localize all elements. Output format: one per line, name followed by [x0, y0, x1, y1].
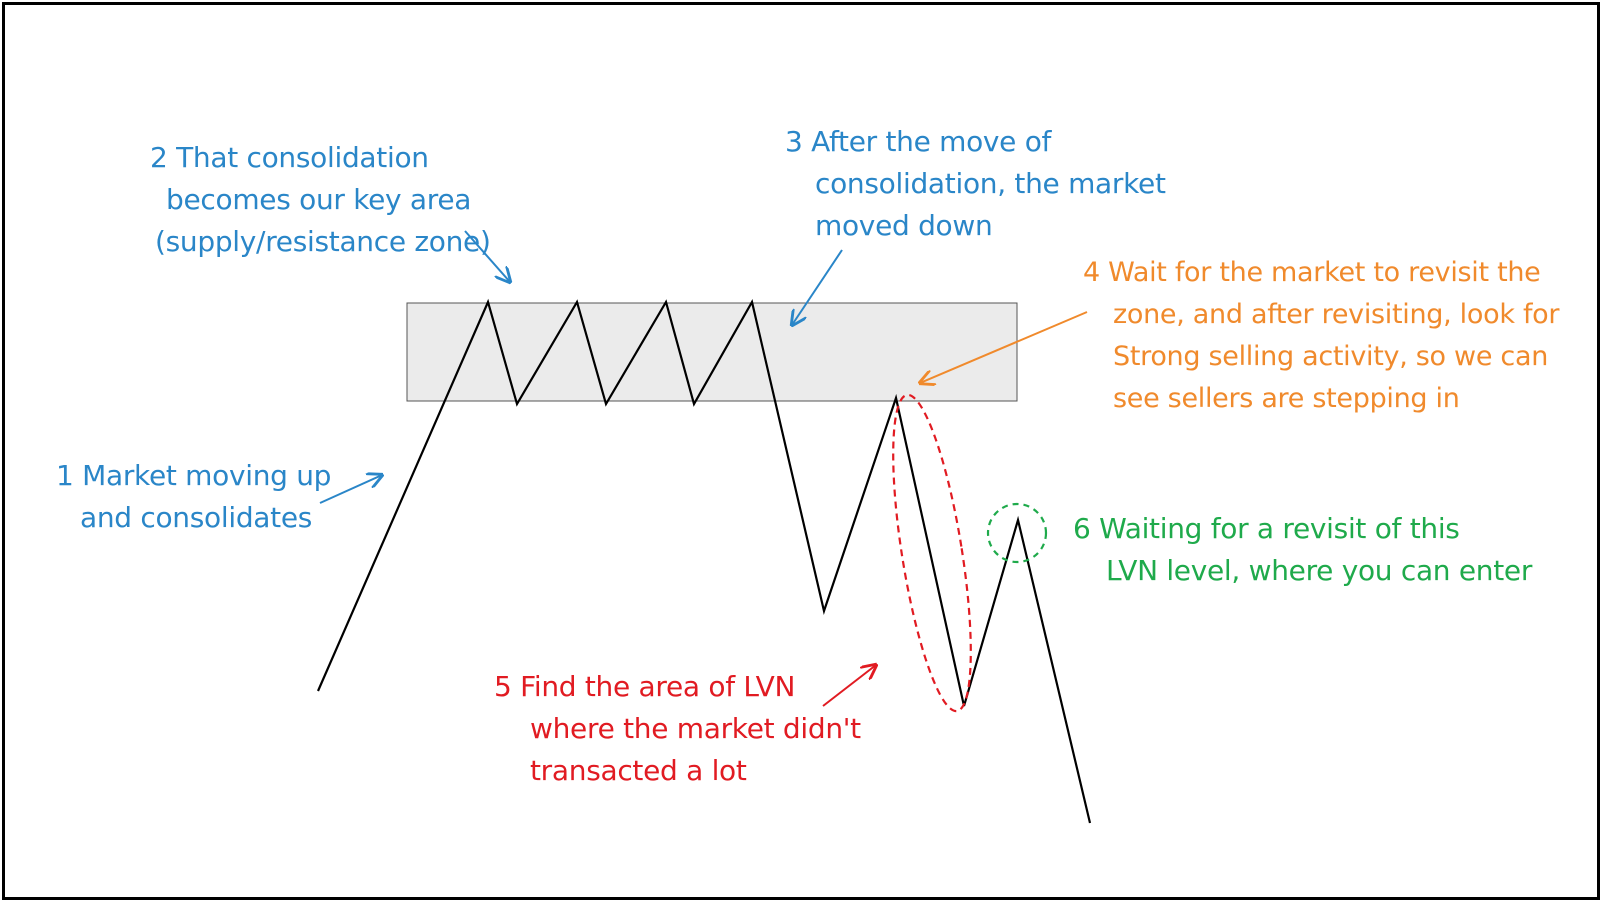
- note-line: Strong selling activity, so we can: [1113, 341, 1549, 372]
- note-line: becomes our key area: [166, 183, 472, 216]
- note-line: 2 That consolidation: [150, 141, 429, 174]
- note-line: where the market didn't: [530, 712, 861, 745]
- note-line: zone, and after revisiting, look for: [1113, 299, 1560, 330]
- note-line: and consolidates: [80, 501, 313, 534]
- note-line: 5 Find the area of LVN: [494, 670, 796, 703]
- note-line: consolidation, the market: [815, 167, 1166, 200]
- note-5-find-lvn: 5 Find the area of LVN where the market …: [494, 666, 861, 792]
- arrow-note-1: [319, 475, 382, 504]
- note-line: 1 Market moving up: [56, 459, 332, 492]
- arrow-note-5: [822, 665, 876, 707]
- note-2-key-area: 2 That consolidation becomes our key are…: [150, 137, 491, 263]
- note-line: 4 Wait for the market to revisit the: [1083, 257, 1541, 288]
- lvn-area-ellipse: [892, 393, 972, 713]
- note-3-moved-down: 3 After the move of consolidation, the m…: [785, 121, 1166, 247]
- note-6-revisit-lvn: 6 Waiting for a revisit of this LVN leve…: [1073, 508, 1532, 592]
- note-line: (supply/resistance zone): [155, 225, 491, 258]
- note-line: moved down: [815, 209, 993, 242]
- note-1-market-moving-up: 1 Market moving up and consolidates: [56, 455, 331, 539]
- note-line: see sellers are stepping in: [1113, 383, 1460, 414]
- supply-resistance-zone: [406, 302, 1018, 402]
- note-line: 6 Waiting for a revisit of this: [1073, 512, 1460, 545]
- note-line: LVN level, where you can enter: [1106, 554, 1533, 587]
- arrow-note-3: [792, 249, 843, 325]
- note-4-wait-for-revisit: 4 Wait for the market to revisit the zon…: [1083, 252, 1559, 420]
- arrow-note-4: [920, 311, 1088, 383]
- note-line: 3 After the move of: [785, 125, 1052, 158]
- lvn-revisit-circle: [986, 502, 1048, 564]
- note-line: transacted a lot: [530, 754, 747, 787]
- arrow-note-2: [464, 230, 510, 282]
